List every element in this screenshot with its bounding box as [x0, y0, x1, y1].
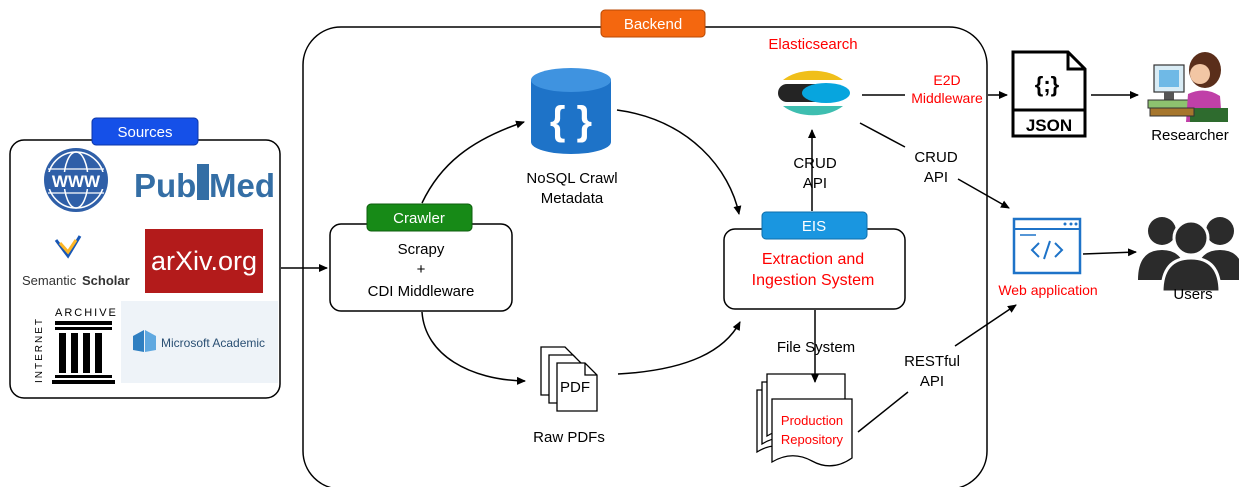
production-repository-icon: Production Repository: [756, 373, 853, 467]
internet-archive-logo: ARCHIVE INTERNET: [34, 307, 118, 384]
eis-line2: Ingestion System: [752, 272, 875, 289]
crud-web-line1: CRUD: [914, 149, 957, 166]
arxiv-text: arXiv.org: [151, 246, 257, 276]
users-label: Users: [1173, 286, 1212, 303]
pubmed-right: Med: [209, 167, 275, 204]
researcher-icon: [1147, 52, 1228, 122]
repo-line2: Repository: [781, 432, 844, 447]
elasticsearch-label: Elasticsearch: [768, 36, 857, 53]
crawler-line3: CDI Middleware: [368, 283, 475, 300]
edge-crawler-nosql: [421, 120, 525, 204]
json-braces: {;}: [1035, 72, 1060, 97]
nosql-database-icon: { }: [531, 68, 611, 154]
crawler-line1: Scrapy: [398, 241, 445, 258]
edge-pdfs-eis: [617, 321, 741, 375]
eis-line1: Extraction and: [762, 251, 864, 268]
nosql-line2: Metadata: [541, 190, 604, 207]
raw-pdfs-label: Raw PDFs: [533, 429, 605, 446]
e2d-label-line2: Middleware: [911, 90, 983, 106]
json-text: JSON: [1026, 116, 1072, 135]
semantic-scholar-logo: Semantic Scholar: [22, 235, 130, 288]
crawler-tag: Crawler: [366, 203, 473, 232]
sources-tag: Sources: [91, 117, 199, 146]
edge-repo-webapp: [857, 305, 1016, 433]
repo-line1: Production: [781, 413, 843, 428]
researcher-label: Researcher: [1151, 127, 1229, 144]
restful-line2: API: [920, 373, 944, 390]
crud-es-line2: API: [803, 175, 827, 192]
nosql-line1: NoSQL Crawl: [526, 170, 617, 187]
microsoft-academic-logo: Microsoft Academic: [121, 301, 278, 383]
eis-box: [723, 228, 906, 310]
edge-nosql-eis: [616, 109, 742, 215]
edge-webapp-users: [1082, 248, 1137, 257]
crud-web-line2: API: [924, 169, 948, 186]
backend-label: Backend: [624, 16, 682, 33]
arxiv-logo: arXiv.org: [145, 229, 263, 293]
file-system-label: File System: [777, 339, 855, 356]
crawler-line2: +: [417, 261, 426, 278]
web-application-icon: [1012, 217, 1082, 275]
scholar-text: Scholar: [82, 273, 130, 288]
crawler-tag-label: Crawler: [393, 210, 445, 227]
elasticsearch-logo: [778, 70, 850, 116]
svg-text:{ }: { }: [550, 99, 592, 143]
edge-crawler-pdfs: [421, 311, 526, 385]
www-globe-icon: WWW: [44, 148, 108, 212]
eis-tag: EIS: [761, 211, 868, 240]
pdf-icon-text: PDF: [560, 379, 590, 396]
archive-side-text: INTERNET: [34, 317, 45, 383]
pubmed-left: Pub: [134, 167, 196, 204]
json-file-icon: {;} JSON: [1011, 50, 1087, 138]
www-text: WWW: [52, 172, 101, 191]
pubmed-logo: Pub Med: [134, 164, 275, 204]
archive-top-text: ARCHIVE: [55, 307, 118, 319]
restful-line1: RESTful: [904, 353, 960, 370]
backend-tag: Backend: [600, 9, 706, 38]
crud-es-line1: CRUD: [793, 155, 836, 172]
web-application-label: Web application: [998, 282, 1097, 298]
sources-label: Sources: [117, 124, 172, 141]
pdf-files-icon: PDF: [540, 346, 598, 412]
users-icon: [1138, 217, 1239, 294]
eis-tag-label: EIS: [802, 218, 826, 235]
semantic-text: Semantic: [22, 273, 77, 288]
microsoft-academic-text: Microsoft Academic: [161, 336, 265, 350]
edge-es-webapp: [859, 122, 1009, 208]
e2d-label-line1: E2D: [933, 72, 960, 88]
